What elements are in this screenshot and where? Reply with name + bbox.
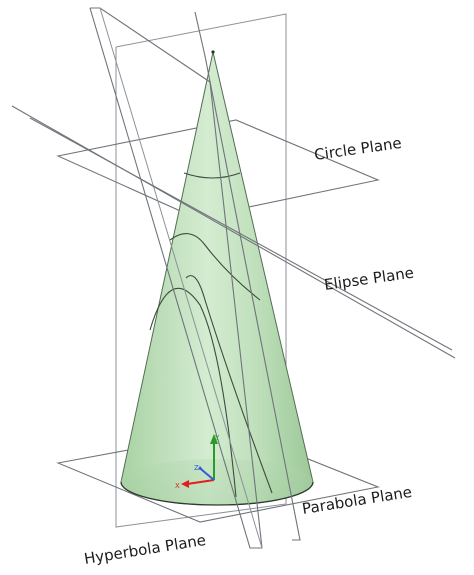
- circle-plane-label: Circle Plane: [313, 134, 403, 164]
- parabola-plane-front: [194, 11, 301, 541]
- axis-y-label: Y: [214, 434, 220, 442]
- ellipse-plane: [11, 105, 456, 359]
- cone: [120, 50, 314, 506]
- cone-base: [121, 459, 313, 505]
- parabola-plane-label: Parabola Plane: [301, 483, 413, 518]
- circle-plane: [56, 119, 380, 219]
- ellipse-curve: [169, 233, 261, 301]
- conic-curves: [149, 172, 273, 498]
- axis-x-label: X: [175, 482, 180, 490]
- parabola-curve: [149, 287, 237, 498]
- hyperbola-plane-label: Hyperbola Plane: [83, 531, 207, 568]
- hyperbola-plane: [89, 7, 263, 549]
- cone-apex: [211, 50, 215, 54]
- axis-triad: Y X Z: [175, 434, 220, 490]
- ellipse-plane-label: Elipse Plane: [323, 264, 415, 294]
- axis-z-label: Z: [194, 464, 199, 472]
- hyperbola-curve: [185, 275, 273, 494]
- vertical-plane-back: [115, 13, 287, 528]
- circle-curve: [183, 172, 241, 179]
